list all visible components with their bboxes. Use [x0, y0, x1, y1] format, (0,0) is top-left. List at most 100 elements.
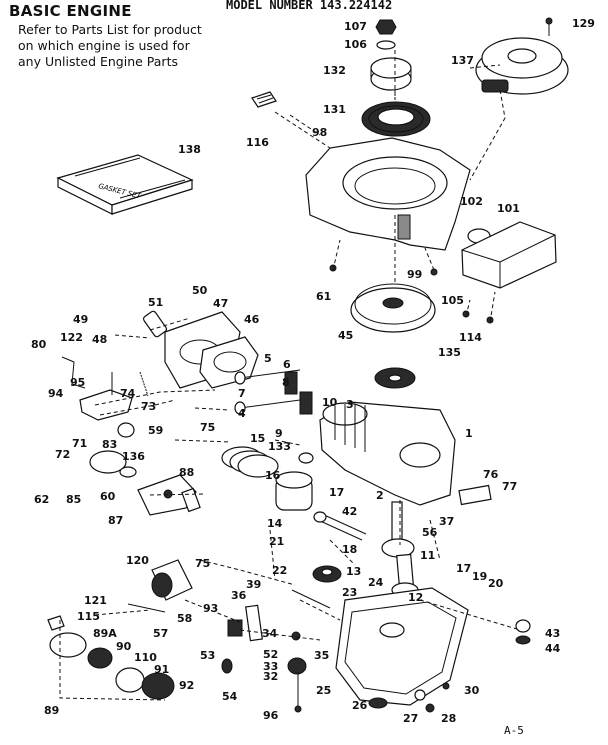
- part-label: 37: [439, 515, 454, 528]
- cylinder-block-1-drawing: [319, 401, 456, 506]
- piston-3-drawing: [275, 471, 313, 511]
- part-label: 49: [73, 313, 88, 326]
- note-line: Refer to Parts List for product: [18, 22, 202, 37]
- part-label: 75: [200, 421, 215, 434]
- part-label: 98: [312, 126, 327, 139]
- page-number: A-5: [504, 724, 524, 737]
- part-label: 61: [316, 290, 331, 303]
- part-label: 11: [420, 549, 435, 562]
- part-label: 30: [464, 684, 480, 697]
- blower-housing-98-drawing: [305, 137, 471, 251]
- part-label: 51: [148, 296, 163, 309]
- part-label: 18: [342, 543, 357, 556]
- part-label: 60: [100, 490, 116, 503]
- part-label: 72: [55, 448, 70, 461]
- screws-114-drawing: [462, 310, 494, 324]
- part-label: 95: [70, 376, 85, 389]
- part-label: 21: [269, 535, 284, 548]
- shaft-23-drawing: [291, 589, 331, 609]
- part-label: 106: [344, 38, 367, 51]
- dipstick-121-drawing: [127, 603, 166, 613]
- part-drawings: GASKET SET: [47, 17, 569, 713]
- control-bracket-94-drawing: [79, 372, 133, 421]
- part-number-labels: 107 106 129 137 132 131 116 98 138 102 1…: [31, 17, 595, 725]
- part-label: 24: [368, 576, 384, 589]
- part-label: 28: [441, 712, 456, 725]
- part-label: 75: [195, 557, 210, 570]
- crankshaft-11-drawing: [381, 501, 419, 598]
- part-label: 105: [441, 294, 464, 307]
- part-label: 90: [116, 640, 132, 653]
- part-label: 27: [403, 712, 418, 725]
- crankcase-cover-24-drawing: [335, 587, 469, 706]
- part-label: 137: [451, 54, 474, 67]
- governor-33-drawing: [287, 631, 307, 713]
- gear-22-drawing: [312, 565, 342, 583]
- part-label: 80: [31, 338, 47, 351]
- part-label: 50: [192, 284, 208, 297]
- gasket-set-138-drawing: GASKET SET: [56, 154, 194, 215]
- part-label: 12: [408, 591, 423, 604]
- part-label: 47: [213, 297, 228, 310]
- part-label: 129: [572, 17, 595, 30]
- piston-rings-15-drawing: [221, 446, 279, 478]
- part-label: 121: [84, 594, 107, 607]
- part-label: 10: [322, 396, 338, 409]
- part-label: 136: [122, 450, 145, 463]
- part-label: 15: [250, 432, 265, 445]
- part-label: 25: [316, 684, 331, 697]
- part-label: 1: [465, 427, 473, 440]
- part-label: 76: [483, 468, 499, 481]
- part-label: 131: [323, 103, 346, 116]
- decal-116-drawing: [251, 91, 277, 108]
- part-label: 17: [456, 562, 471, 575]
- part-label: 32: [263, 670, 278, 683]
- part-label: 101: [497, 202, 520, 215]
- page-title: BASIC ENGINE: [9, 2, 132, 20]
- part-label: 94: [48, 387, 64, 400]
- part-label: 99: [407, 268, 422, 281]
- part-label: 35: [314, 649, 329, 662]
- part-label: 8: [282, 376, 290, 389]
- part-label: 122: [60, 331, 83, 344]
- rod-80-drawing: [61, 356, 86, 389]
- part-label: 52: [263, 648, 278, 661]
- part-label: 59: [148, 424, 163, 437]
- part-label: 120: [126, 554, 149, 567]
- fasteners-26-30-drawing: [368, 682, 450, 713]
- part-label: 13: [346, 565, 361, 578]
- part-label: 20: [488, 577, 504, 590]
- part-label: 23: [342, 586, 357, 599]
- part-label: 88: [179, 466, 194, 479]
- flywheel-fan-drawing: [374, 367, 416, 389]
- part-label: 45: [338, 329, 353, 342]
- part-label: 6: [283, 358, 291, 371]
- part-label: 74: [120, 387, 136, 400]
- part-label: 92: [179, 679, 194, 692]
- spark-plug-51-drawing: [142, 310, 168, 338]
- part-label: 62: [34, 493, 49, 506]
- air-filter-89-drawing: [47, 615, 175, 700]
- part-label: 34: [262, 627, 278, 640]
- flywheel-135-drawing: [350, 283, 436, 333]
- part-label: 9: [275, 427, 283, 440]
- connecting-rod-2-drawing: [313, 511, 367, 541]
- part-label: 43: [545, 627, 560, 640]
- part-label: 19: [472, 570, 487, 583]
- part-label: 26: [352, 699, 368, 712]
- part-label: 91: [154, 663, 169, 676]
- parts-list-note: Refer to Parts List for product on which…: [18, 22, 228, 70]
- part-label: 16: [265, 469, 281, 482]
- part-label: 102: [460, 195, 483, 208]
- part-label: 36: [231, 589, 247, 602]
- misc-53-52-54-drawing: [221, 604, 263, 674]
- part-label: 132: [323, 64, 346, 77]
- part-label: 4: [238, 407, 246, 420]
- part-label: 48: [92, 333, 107, 346]
- air-cleaner-120-drawing: [151, 559, 193, 601]
- part-label: 116: [246, 136, 269, 149]
- part-label: 57: [153, 627, 168, 640]
- part-label: 42: [342, 505, 357, 518]
- pulley-132-drawing: [370, 57, 412, 91]
- muffler-101-drawing: [461, 221, 557, 289]
